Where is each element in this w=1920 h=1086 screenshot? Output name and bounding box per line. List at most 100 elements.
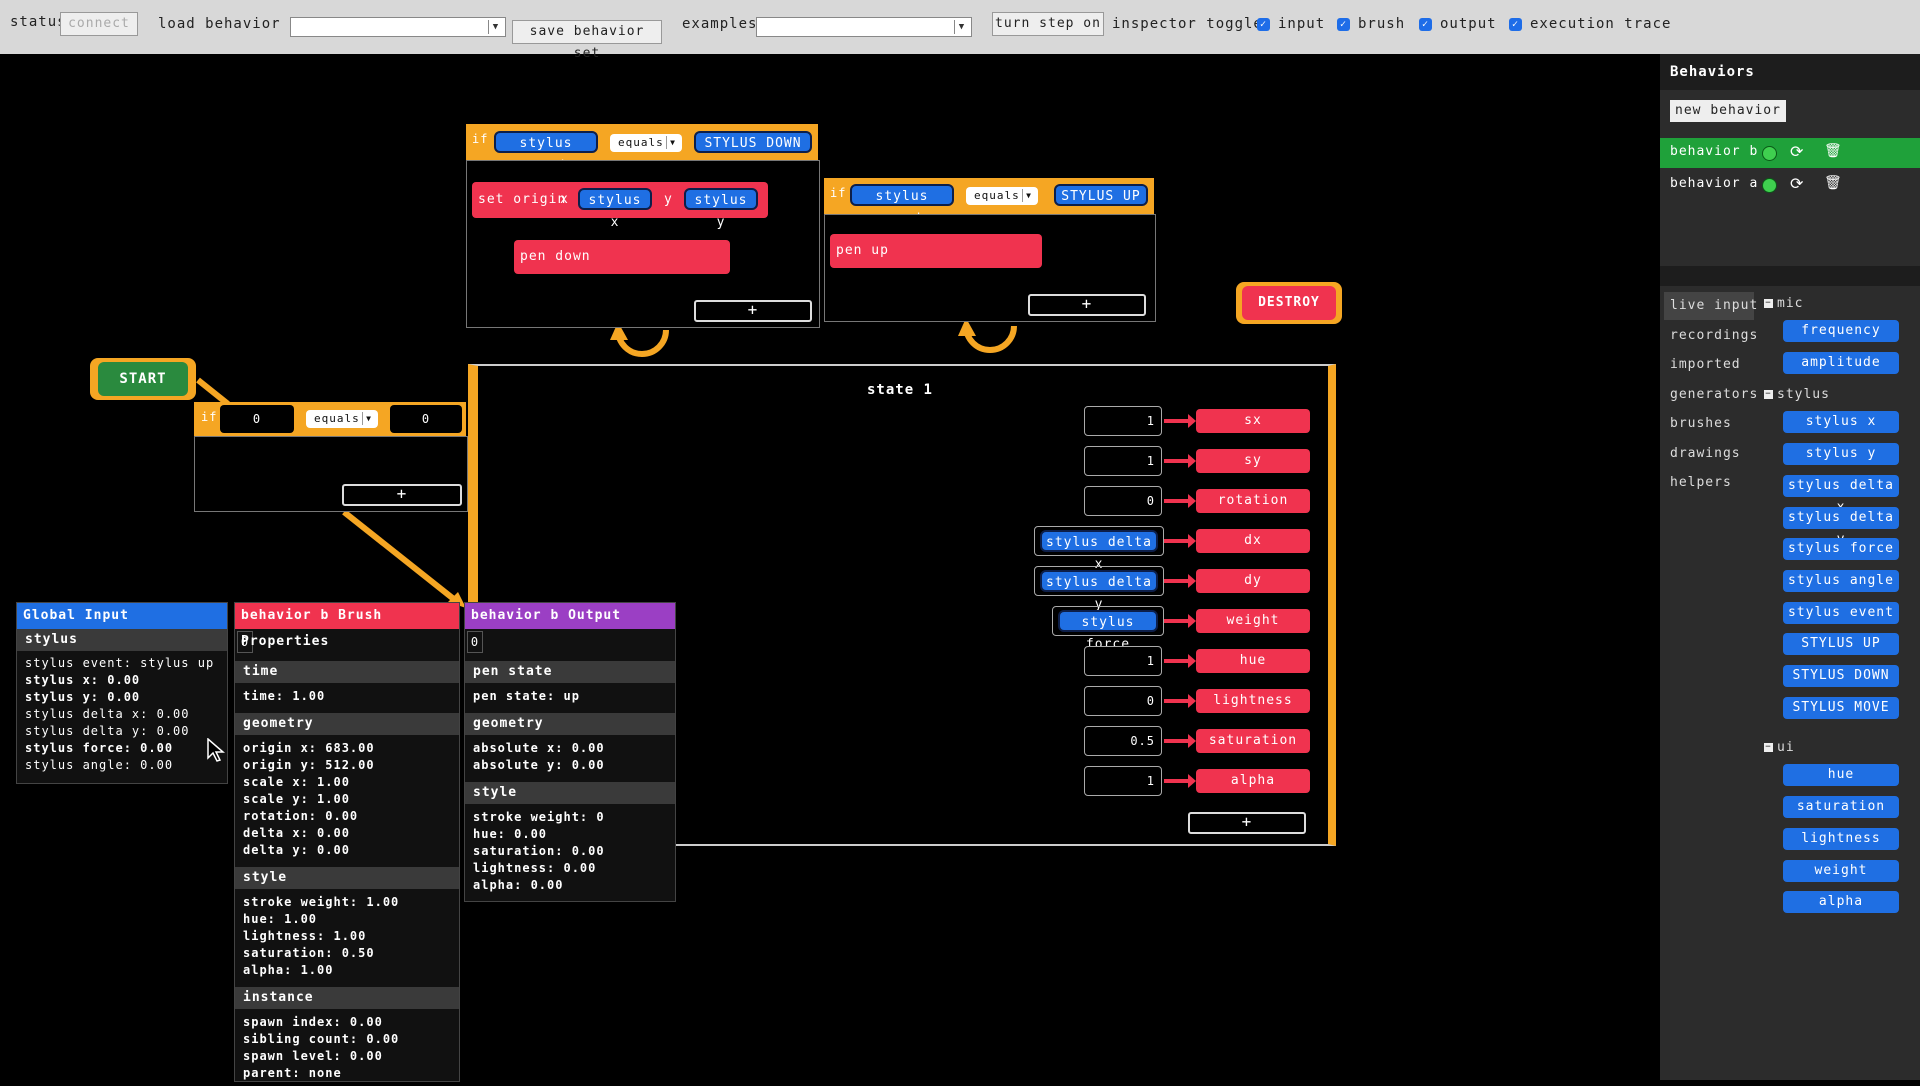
- behavior-row[interactable]: [1660, 138, 1920, 168]
- trash-icon[interactable]: 🗑: [1824, 175, 1843, 191]
- brush-checkbox[interactable]: ✓: [1337, 18, 1350, 31]
- mapping-target-sx[interactable]: sx: [1196, 409, 1310, 433]
- output-section-pen-state: pen state: [465, 661, 675, 683]
- mapping-target-rotation[interactable]: rotation: [1196, 489, 1310, 513]
- collapse-icon[interactable]: −: [1764, 742, 1773, 753]
- input-amplitude[interactable]: amplitude: [1783, 351, 1899, 374]
- group-mic[interactable]: −mic: [1764, 296, 1803, 311]
- input-hue[interactable]: hue: [1783, 764, 1899, 787]
- mapping-arrow-icon: [1164, 414, 1196, 428]
- input-stylus-down[interactable]: STYLUS DOWN: [1783, 665, 1899, 687]
- load-behavior-set-select[interactable]: ▼: [290, 17, 506, 37]
- behavior-name[interactable]: behavior a: [1670, 176, 1759, 191]
- brush-section-time: time: [235, 661, 459, 683]
- category-drawings[interactable]: drawings: [1670, 445, 1741, 461]
- set-origin-y-value[interactable]: stylus y: [684, 188, 758, 230]
- destroy-node[interactable]: DESTROY: [1242, 286, 1336, 320]
- mapping-target-dy[interactable]: dy: [1196, 569, 1310, 593]
- collapse-icon[interactable]: −: [1764, 298, 1773, 308]
- category-helpers[interactable]: helpers: [1670, 475, 1732, 490]
- output-row: absolute y: 0.00: [473, 758, 605, 772]
- mapping-target-lightness[interactable]: lightness: [1196, 689, 1310, 713]
- mapping-input-value[interactable]: 1: [1084, 406, 1162, 436]
- global-input-row: stylus delta x: 0.00: [25, 707, 190, 721]
- examples-select[interactable]: ▼: [756, 17, 972, 37]
- input-alpha[interactable]: alpha: [1783, 891, 1899, 914]
- turn-step-on-button[interactable]: turn step on: [992, 12, 1104, 36]
- output-checkbox[interactable]: ✓: [1419, 18, 1432, 31]
- mapping-target-sy[interactable]: sy: [1196, 449, 1310, 473]
- set-origin-x-label: x: [560, 192, 569, 207]
- transition-up-add-button[interactable]: +: [1028, 294, 1146, 316]
- brush-section-style: style: [235, 867, 459, 889]
- refresh-icon[interactable]: ⟳: [1790, 142, 1805, 161]
- start-add-button[interactable]: +: [342, 484, 462, 506]
- mapping-target-hue[interactable]: hue: [1196, 649, 1310, 673]
- input-stylus-up[interactable]: STYLUS UP: [1783, 633, 1899, 656]
- mapping-input-ref[interactable]: stylus delta x: [1040, 530, 1158, 572]
- group-label: ui: [1777, 740, 1795, 756]
- collapse-icon[interactable]: −: [1764, 389, 1773, 400]
- mapping-arrow-icon: [1164, 454, 1196, 468]
- input-stylus-delta-x[interactable]: stylus delta x: [1783, 474, 1899, 515]
- input-lightness[interactable]: lightness: [1783, 827, 1899, 850]
- mapping-input-value[interactable]: 0: [1084, 686, 1162, 716]
- input-saturation[interactable]: saturation: [1783, 796, 1899, 819]
- input-stylus-event[interactable]: stylus event: [1783, 601, 1899, 624]
- connect-button[interactable]: connect: [60, 12, 138, 36]
- input-frequency[interactable]: frequency: [1783, 320, 1899, 342]
- set-origin-x-value[interactable]: stylus x: [578, 188, 652, 230]
- mapping-input-frame: [1052, 606, 1164, 636]
- category-brushes[interactable]: brushes: [1670, 416, 1732, 431]
- global-input-title: Global Input: [17, 603, 227, 629]
- group-ui[interactable]: −ui: [1764, 740, 1795, 755]
- input-stylus-delta-y[interactable]: stylus delta y: [1783, 506, 1899, 547]
- mapping-input-ref[interactable]: stylus force: [1058, 610, 1158, 652]
- group-stylus[interactable]: −stylus: [1764, 387, 1830, 402]
- mapping-input-value[interactable]: 0: [1084, 486, 1162, 516]
- status-dot-icon: [1762, 178, 1777, 193]
- refresh-icon[interactable]: ⟳: [1790, 174, 1805, 193]
- mapping-input-value[interactable]: 1: [1084, 446, 1162, 476]
- pen-up-action[interactable]: pen up: [830, 234, 1042, 268]
- transition-down-right-operand[interactable]: STYLUS DOWN: [694, 131, 812, 153]
- trash-icon[interactable]: 🗑: [1824, 143, 1843, 159]
- transition-up-operator-select[interactable]: equals▼: [966, 187, 1038, 205]
- category-live-input[interactable]: live input: [1670, 298, 1759, 313]
- start-node[interactable]: START: [98, 362, 188, 396]
- mapping-target-saturation[interactable]: saturation: [1196, 729, 1310, 753]
- start-right-operand[interactable]: 0: [390, 405, 462, 433]
- transition-down-add-button[interactable]: +: [694, 300, 812, 322]
- mapping-input-value[interactable]: 0.5: [1084, 726, 1162, 756]
- state-add-mapping-button[interactable]: +: [1188, 812, 1306, 834]
- behavior-row[interactable]: [1660, 170, 1920, 200]
- category-generators[interactable]: generators: [1670, 386, 1759, 402]
- start-operator-select[interactable]: equals▼: [306, 410, 378, 428]
- behavior-name[interactable]: behavior b: [1670, 144, 1759, 159]
- new-behavior-button[interactable]: new behavior: [1670, 100, 1786, 122]
- input-stylus-angle[interactable]: stylus angle: [1783, 569, 1899, 592]
- input-weight[interactable]: weight: [1783, 859, 1899, 882]
- save-behavior-set-button[interactable]: save behavior set: [512, 20, 662, 61]
- category-imported[interactable]: imported: [1670, 357, 1741, 372]
- category-recordings[interactable]: recordings: [1670, 327, 1759, 343]
- mapping-input-ref[interactable]: stylus delta y: [1040, 570, 1158, 612]
- input-stylus-force[interactable]: stylus force: [1783, 538, 1899, 561]
- input-stylus-x[interactable]: stylus x: [1783, 411, 1899, 434]
- mapping-input-value[interactable]: 1: [1084, 766, 1162, 796]
- start-left-operand[interactable]: 0: [220, 405, 294, 433]
- mapping-target-alpha[interactable]: alpha: [1196, 769, 1310, 793]
- mapping-input-value[interactable]: 1: [1084, 646, 1162, 676]
- mapping-target-weight[interactable]: weight: [1196, 609, 1310, 633]
- transition-up-right-operand[interactable]: STYLUS UP: [1054, 184, 1148, 206]
- transition-up-left-operand[interactable]: stylus event: [850, 184, 954, 226]
- input-stylus-y[interactable]: stylus y: [1783, 443, 1899, 466]
- mapping-target-dx[interactable]: dx: [1196, 529, 1310, 553]
- transition-down-left-operand[interactable]: stylus event: [494, 131, 598, 173]
- transition-down-operator-select[interactable]: equals▼: [610, 134, 682, 152]
- pen-down-action[interactable]: pen down: [514, 240, 730, 274]
- execution-trace-checkbox[interactable]: ✓: [1509, 18, 1522, 31]
- brush-properties-title: behavior b Brush Properties: [235, 603, 459, 649]
- input-stylus-move[interactable]: STYLUS MOVE: [1783, 696, 1899, 719]
- input-checkbox[interactable]: ✓: [1257, 18, 1270, 31]
